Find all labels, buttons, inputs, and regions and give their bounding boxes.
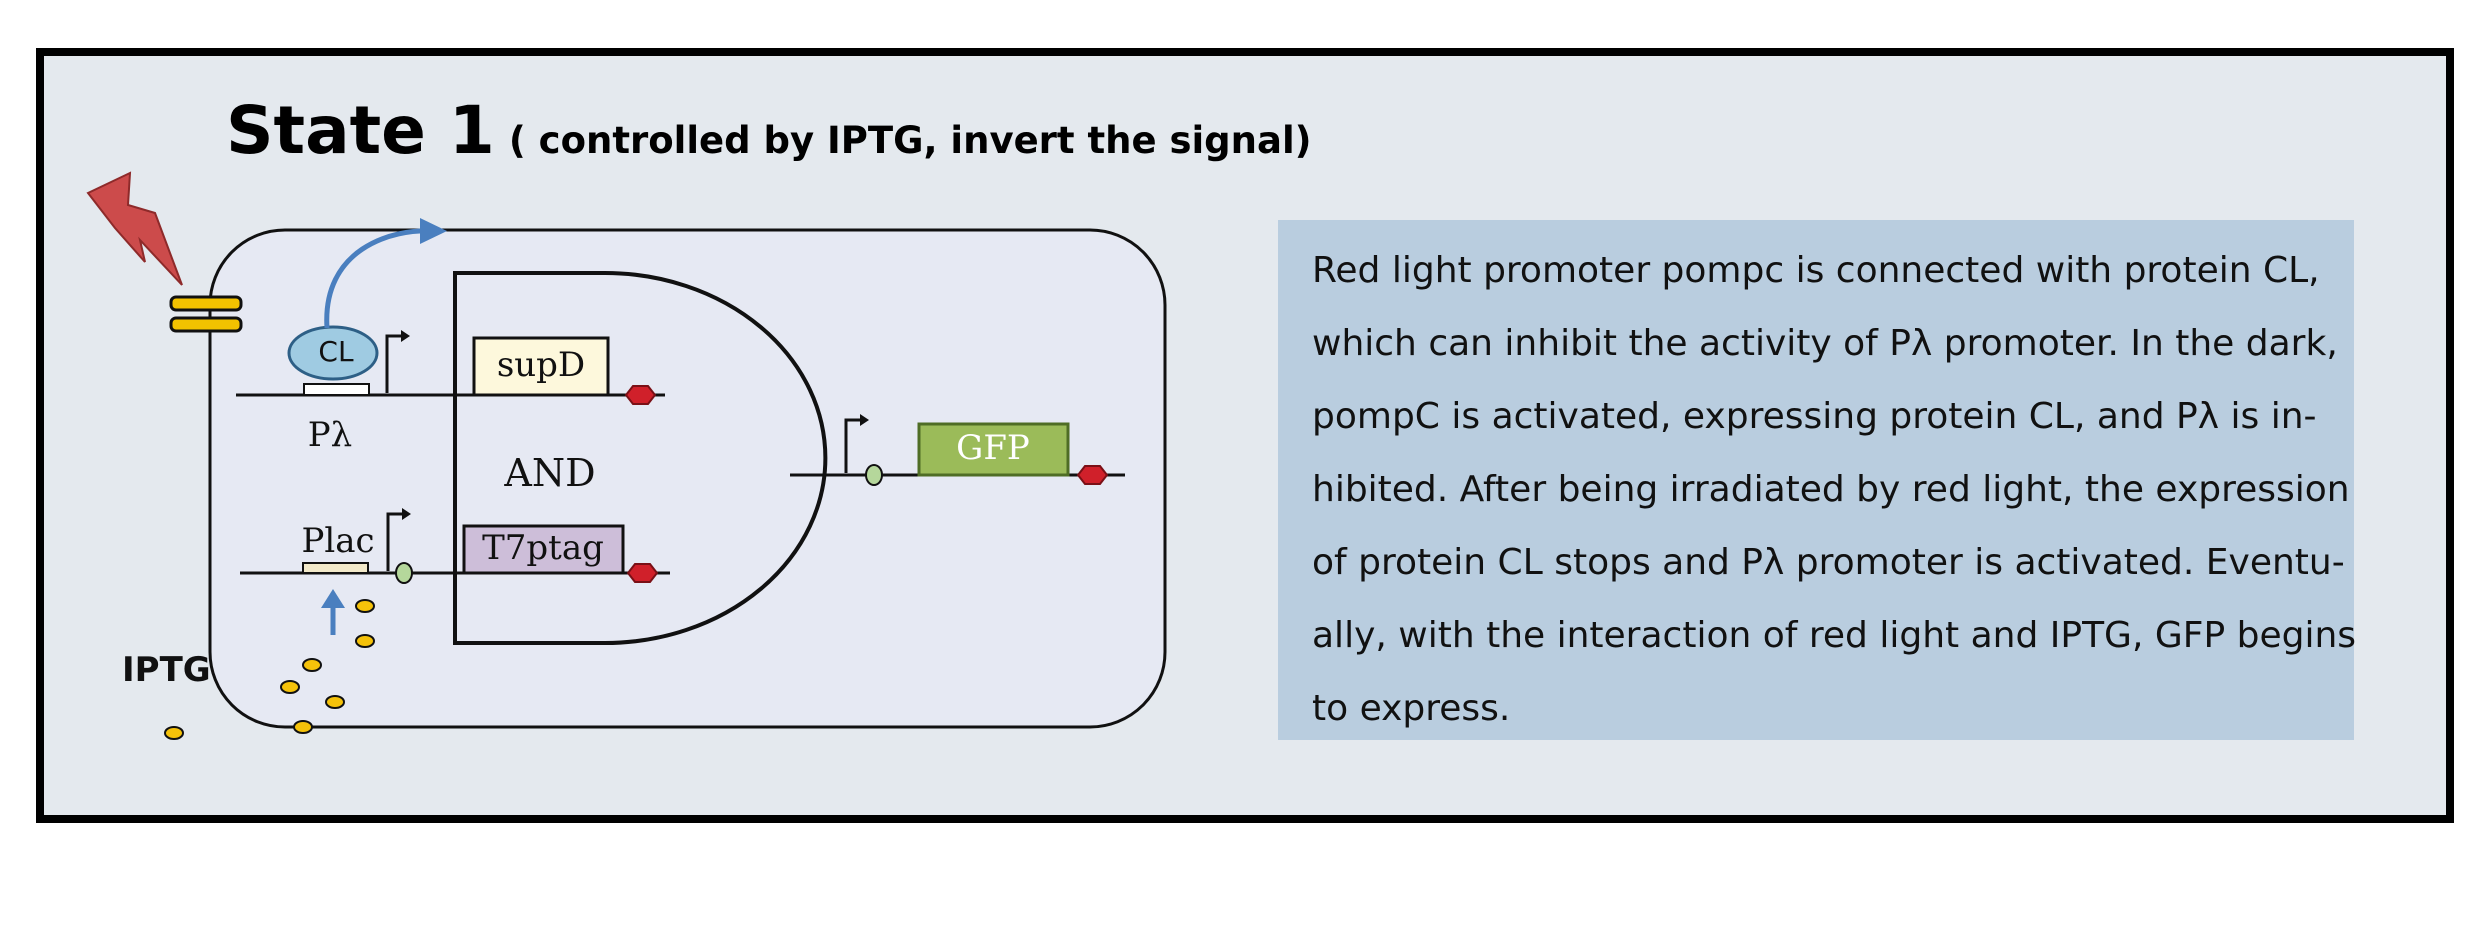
- terminator-output-icon: [1076, 465, 1109, 485]
- description-box: Red light promoter pompc is connected wi…: [1278, 220, 2357, 740]
- t7ptag-gene-box: [462, 524, 625, 575]
- gfp-gene-box: [917, 422, 1070, 477]
- description-line: hibited. After being irradiated by red l…: [1312, 469, 2350, 510]
- plac-label: Plac: [301, 521, 374, 561]
- operator-site-plac: [302, 562, 369, 574]
- state-title-subtitle: ( controlled by IPTG, invert the signal): [508, 119, 1312, 162]
- supd-gene-box: [472, 336, 610, 397]
- gfp-gene-label: GFP: [956, 428, 1030, 468]
- iptg-molecules-icon: [164, 599, 375, 740]
- description-line: Red light promoter pompc is connected wi…: [1312, 250, 2320, 291]
- rbs-bottom-icon: [395, 562, 413, 584]
- and-gate-shape: [453, 271, 828, 645]
- expression-arrow-icon: [324, 228, 436, 329]
- red-light-lightning-icon: [86, 171, 183, 286]
- plambda-label: Pλ: [308, 415, 352, 455]
- description-line: to express.: [1312, 688, 1511, 729]
- operator-site-plambda: [303, 383, 370, 396]
- rbs-output-icon: [865, 464, 883, 486]
- promoter-arrow-plambda-icon: [385, 334, 402, 393]
- description-line: pompC is activated, expressing protein C…: [1312, 396, 2317, 437]
- description-line: which can inhibit the activity of Pλ pro…: [1312, 323, 2338, 364]
- promoter-arrow-plac-icon: [386, 512, 403, 571]
- and-gate-label: AND: [503, 451, 595, 495]
- terminator-bottom-icon: [626, 563, 659, 583]
- t7ptag-gene-label: T7ptag: [482, 528, 604, 568]
- light-receptor-icon: [169, 295, 243, 333]
- terminator-top-icon: [624, 385, 657, 405]
- state-title: State 1 ( controlled by IPTG, invert the …: [226, 92, 1312, 169]
- cl-protein-icon: [287, 325, 379, 381]
- state-title-main: State 1: [226, 92, 495, 169]
- description-line: ally, with the interaction of red light …: [1312, 615, 2357, 656]
- description-line: of protein CL stops and Pλ promoter is a…: [1312, 542, 2345, 583]
- cl-protein-label: CL: [318, 335, 354, 368]
- cell-membrane: [208, 228, 1167, 729]
- iptg-label: IPTG: [122, 650, 211, 690]
- promoter-arrow-output-icon: [844, 418, 861, 473]
- supd-gene-label: supD: [497, 345, 585, 385]
